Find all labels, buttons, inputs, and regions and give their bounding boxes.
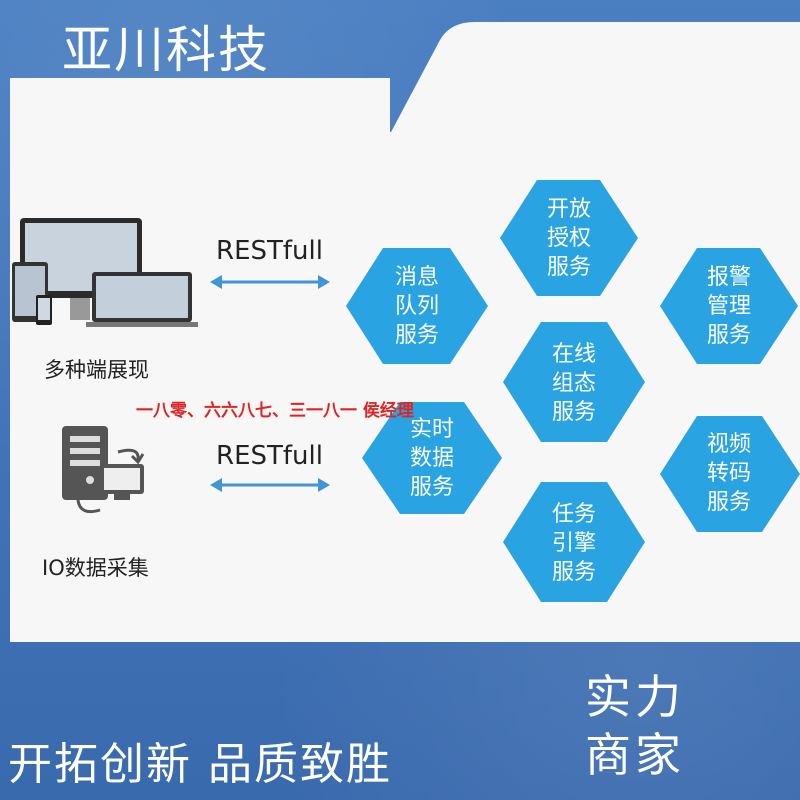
hex-text-alarm: 报警管理服务 xyxy=(706,265,751,348)
hex-message-queue xyxy=(346,248,488,364)
contact-watermark: 一八零、六六八七、三一八一 侯经理 xyxy=(136,401,414,421)
hex-realtime xyxy=(362,402,502,514)
brand-title: 亚川科技 xyxy=(62,21,270,79)
side-title-line-2: 商家 xyxy=(585,728,685,782)
panel-top xyxy=(10,78,390,134)
hex-text-open-auth: 开放授权服务 xyxy=(546,197,591,280)
hexagon-group xyxy=(346,180,800,602)
slogan: 开拓创新 品质致胜 xyxy=(8,739,392,790)
hex-text-config: 在线组态服务 xyxy=(551,342,596,425)
hex-task xyxy=(503,482,645,602)
content-panel xyxy=(10,132,800,642)
client-label-io: IO数据采集 xyxy=(42,556,149,580)
panel-slant xyxy=(390,22,800,134)
protocol-label-top: RESTfull xyxy=(216,236,323,266)
side-title: 实力 商家 xyxy=(585,668,685,784)
hex-text-task: 任务引擎服务 xyxy=(551,502,596,585)
arrow-top xyxy=(210,275,330,289)
io-collection-icon xyxy=(62,426,145,514)
arrow-bottom xyxy=(210,478,330,492)
protocol-label-bottom: RESTfull xyxy=(216,441,323,471)
hex-text-realtime: 实时数据服务 xyxy=(409,417,454,500)
hex-video xyxy=(660,416,800,532)
hex-text-message-queue: 消息队列服务 xyxy=(394,265,439,348)
hex-text-video: 视频转码服务 xyxy=(706,432,751,515)
hex-open-auth xyxy=(500,180,638,296)
devices-icon xyxy=(12,218,198,327)
side-title-line-1: 实力 xyxy=(585,670,685,724)
client-label-devices: 多种端展现 xyxy=(44,358,149,382)
hex-alarm xyxy=(660,248,798,364)
hex-config xyxy=(503,322,645,442)
